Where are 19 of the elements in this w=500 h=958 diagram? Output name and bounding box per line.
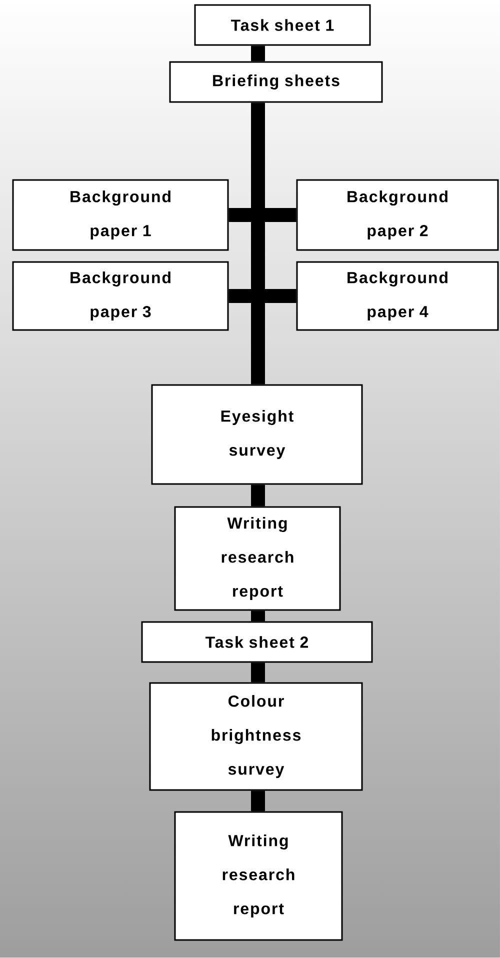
task-box: Background paper 1 bbox=[12, 179, 229, 251]
task-box: Background paper 3 bbox=[12, 261, 229, 331]
connector-bar bbox=[228, 289, 296, 303]
task-box: Eyesight survey bbox=[151, 384, 363, 485]
connector-bar bbox=[251, 46, 265, 62]
connector-bar bbox=[251, 102, 265, 384]
task-box: Background paper 2 bbox=[296, 179, 499, 251]
connector-bar bbox=[251, 790, 265, 812]
task-box: Colour brightness survey bbox=[149, 682, 363, 791]
connector-bar bbox=[251, 610, 265, 622]
connector-bar bbox=[228, 208, 296, 222]
task-box: Task sheet 1 bbox=[194, 4, 371, 46]
task-box: Briefing sheets bbox=[169, 61, 383, 103]
task-box: Writing research report bbox=[174, 811, 343, 941]
connector-bar bbox=[251, 484, 265, 506]
task-box: Background paper 4 bbox=[296, 261, 499, 331]
connector-bar bbox=[251, 662, 265, 682]
task-box: Writing research report bbox=[174, 506, 341, 611]
task-box: Task sheet 2 bbox=[141, 621, 373, 663]
